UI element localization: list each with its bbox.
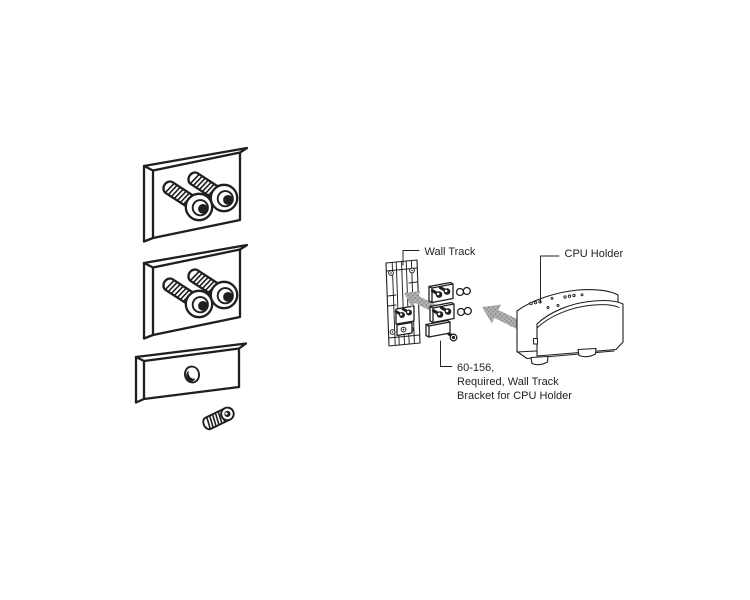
wall-track <box>385 259 421 347</box>
bracket-note-line-3: Bracket for CPU Holder <box>457 390 572 402</box>
mini-bracket-1 <box>428 281 454 304</box>
vent-holes <box>529 293 584 309</box>
cpu-holder-label: CPU Holder <box>565 248 624 260</box>
bracket-note-line-1: 60-156, <box>457 362 494 374</box>
leader-line-cpu-holder <box>540 255 560 304</box>
holder-foot <box>577 347 597 358</box>
wall-track-label: Wall Track <box>425 246 476 258</box>
holder-foot <box>530 355 549 366</box>
bracket-kit <box>425 281 472 342</box>
spacer-bar <box>134 342 248 404</box>
leader-line-wall-track <box>402 250 420 266</box>
assembly-diagram: Wall Track CPU Holder 60-156, Required, … <box>385 246 624 402</box>
washer-pair-1 <box>455 286 471 297</box>
cpu-holder <box>516 289 624 366</box>
mini-bracket-3 <box>425 319 458 342</box>
leader-line-bracket-note <box>440 340 453 367</box>
set-screw <box>202 406 235 431</box>
mini-bracket-2 <box>429 301 455 324</box>
bracket-plate-top <box>142 146 249 243</box>
washer-pair-2 <box>456 306 472 317</box>
bracket-plate-middle <box>142 243 249 340</box>
track-mounted-bracket <box>394 305 415 337</box>
bracket-note-line-2: Required, Wall Track <box>457 376 559 388</box>
through-hole <box>184 365 200 384</box>
bracket-note: 60-156, Required, Wall Track Bracket for… <box>457 362 572 402</box>
clamp-detail <box>533 338 538 345</box>
parts-column <box>134 146 249 431</box>
